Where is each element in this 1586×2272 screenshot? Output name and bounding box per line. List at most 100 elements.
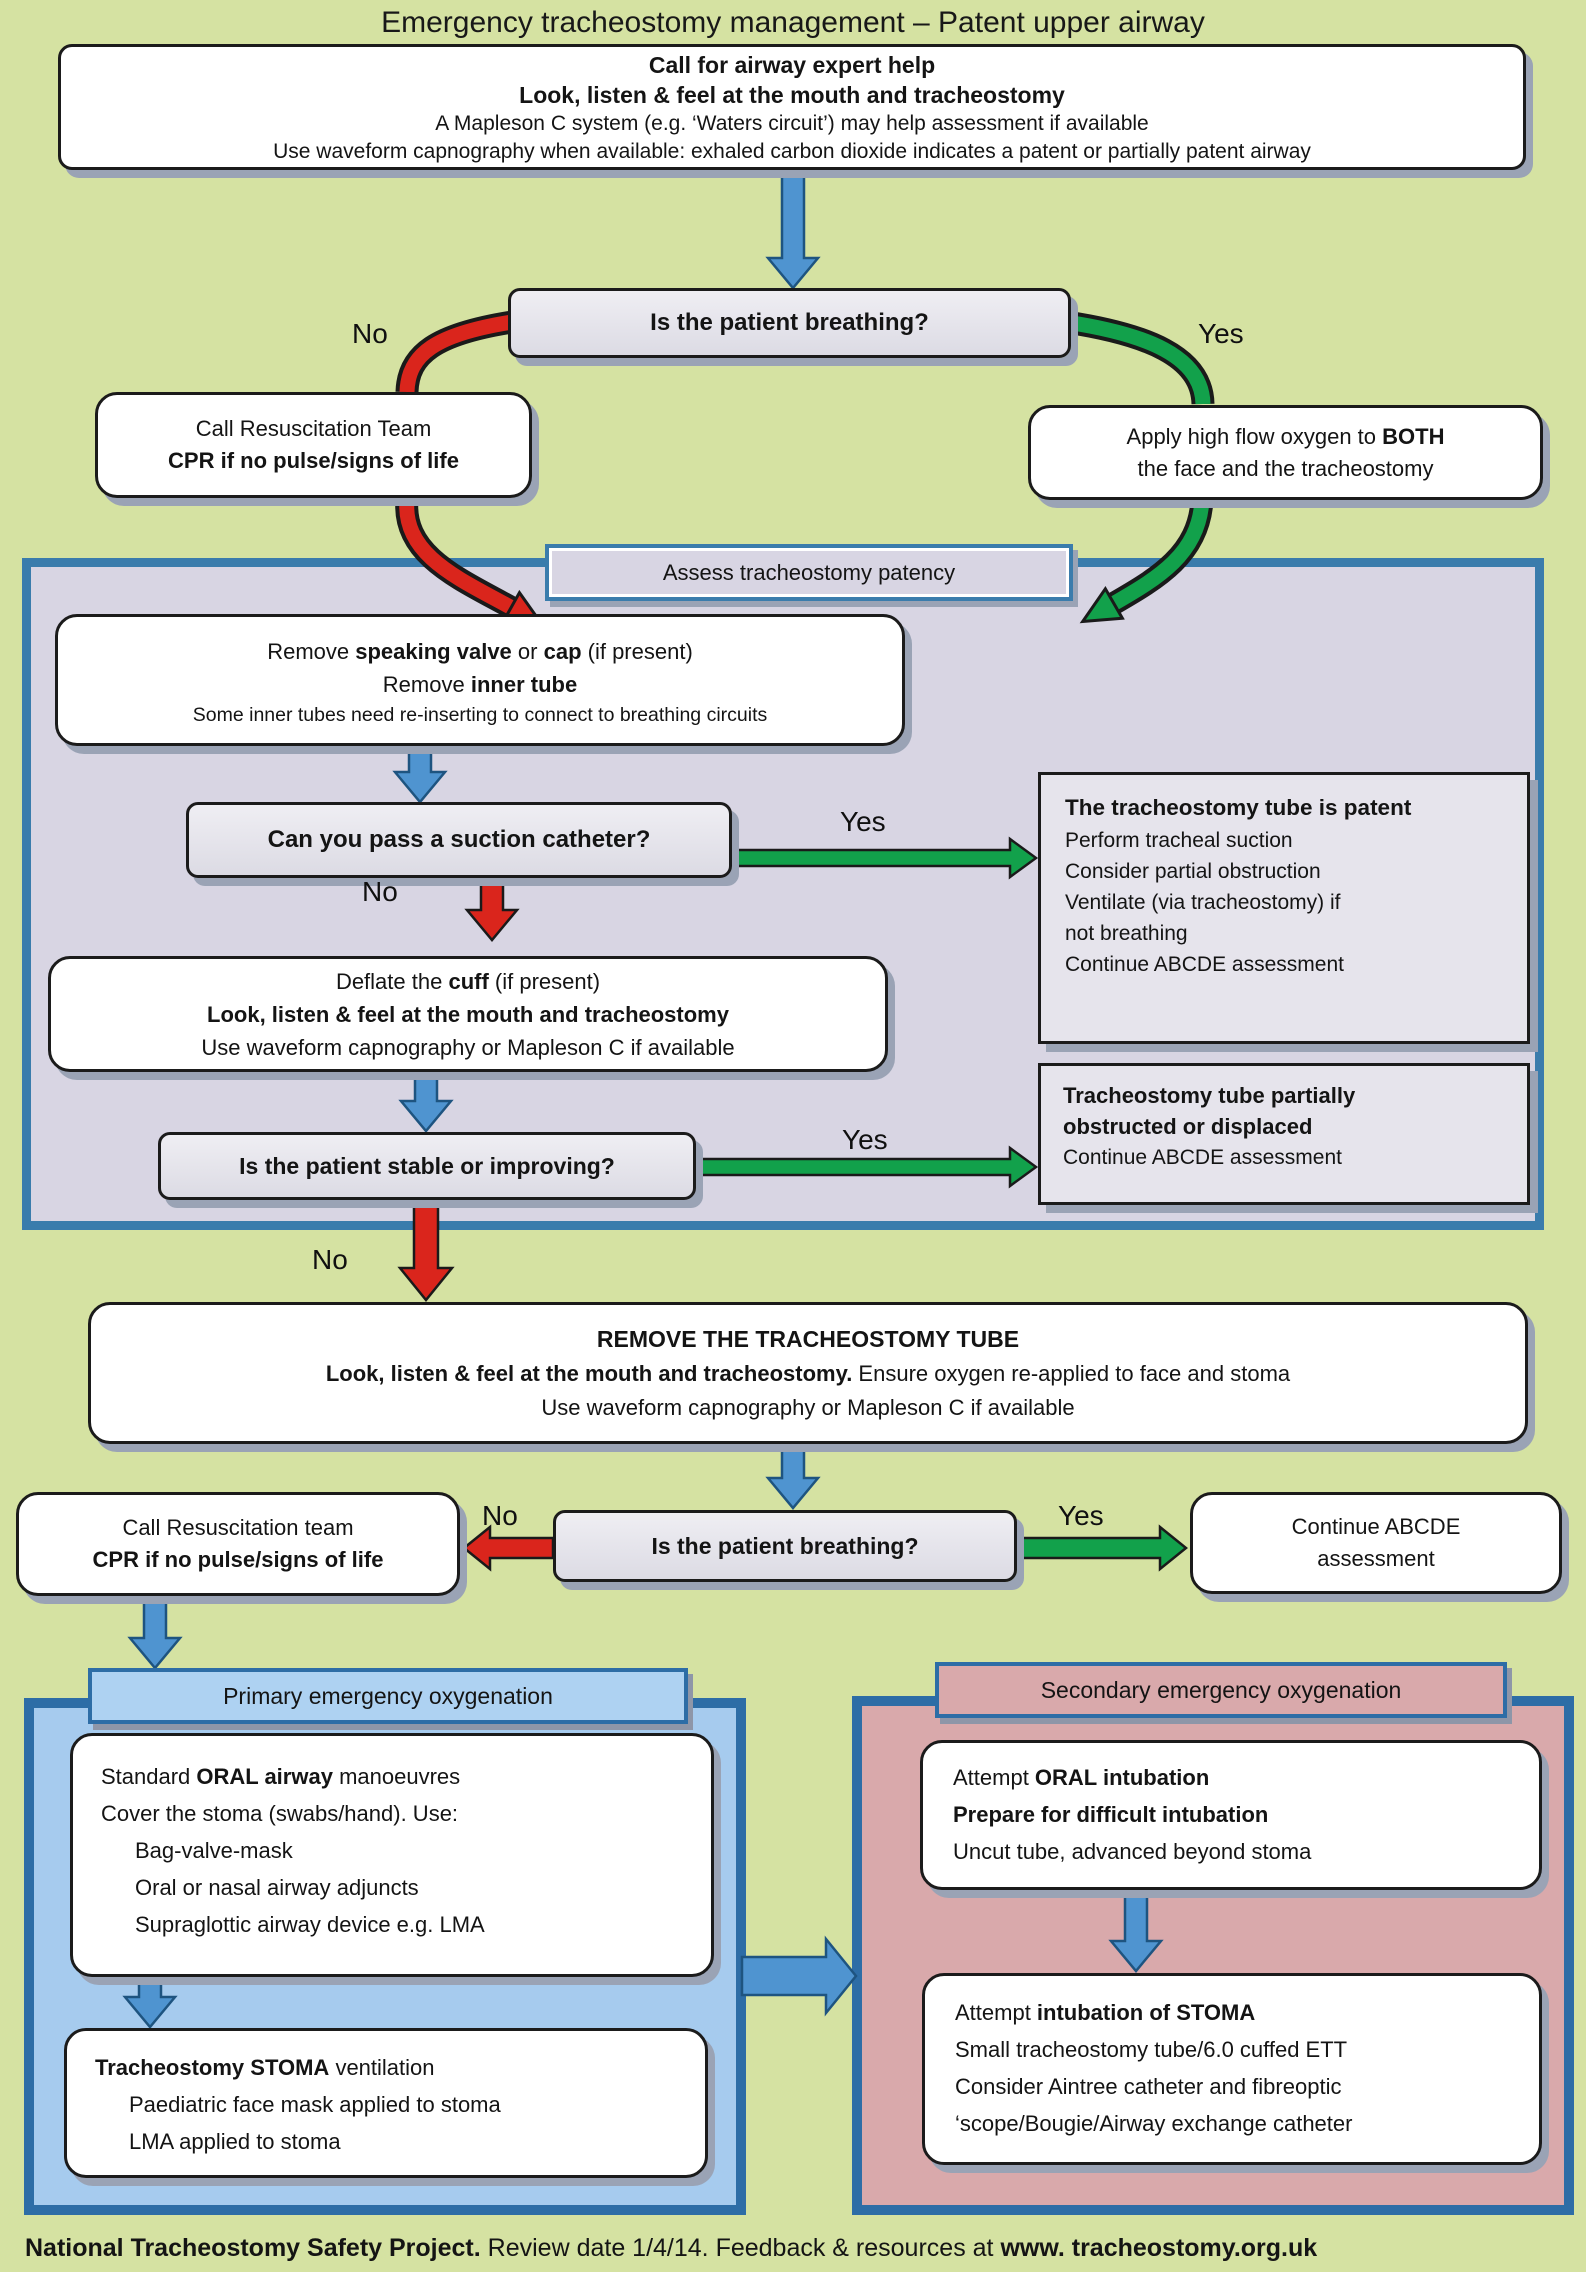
header-text: Secondary emergency oxygenation [1040, 1676, 1402, 1703]
yes-label: Yes [1198, 318, 1244, 349]
question-text: Is the patient breathing? [651, 1532, 919, 1559]
box-line: Supraglottic airway device e.g. LMA [135, 1912, 485, 1937]
box-line: Use waveform capnography or Mapleson C i… [201, 1034, 735, 1060]
box-line: not breathing [1065, 922, 1188, 945]
box-text-bold: speaking valve [355, 638, 512, 664]
question-stable-improving: Is the patient stable or improving? [158, 1132, 696, 1200]
box-text: Attempt [955, 2000, 1037, 2025]
header-text: Assess tracheostomy patency [662, 559, 956, 585]
box-line: Apply high flow oxygen to BOTH [1031, 421, 1540, 453]
box-text-bold: Look, listen & feel at the mouth and tra… [325, 1361, 853, 1386]
question-breathing-2: Is the patient breathing? [553, 1510, 1017, 1582]
box-text: Standard [101, 1764, 197, 1789]
box-line: Use waveform capnography when available:… [273, 140, 1311, 163]
header-text: Primary emergency oxygenation [223, 1682, 553, 1709]
question-text: Can you pass a suction catheter? [267, 826, 651, 853]
box-line: Attempt intubation of STOMA [955, 1994, 1539, 2031]
box-line: assessment [1317, 1546, 1435, 1571]
box-text-bold: intubation of STOMA [1036, 2000, 1256, 2025]
box-line: Some inner tubes need re-inserting to co… [192, 703, 768, 726]
box-line: The tracheostomy tube is patent [1065, 795, 1412, 820]
box-text-bold: inner tube [470, 671, 578, 697]
box-text-bold: BOTH [1382, 423, 1445, 449]
box-line: the face and the tracheostomy [1137, 455, 1434, 481]
secondary-oxygenation-header: Secondary emergency oxygenation [935, 1662, 1507, 1718]
call-expert-box: Call for airway expert help Look, listen… [58, 44, 1526, 170]
no-label: No [482, 1500, 518, 1531]
apply-oxygen-box: Apply high flow oxygen to BOTH the face … [1028, 405, 1543, 500]
box-line: Continue ABCDE [1291, 1514, 1461, 1539]
box-line: Continue ABCDE assessment [1063, 1146, 1342, 1169]
remove-tube-box: REMOVE THE TRACHEOSTOMY TUBE Look, liste… [88, 1302, 1528, 1444]
footer-text-bold: National Tracheostomy Safety Project. [25, 2234, 481, 2262]
box-line: Look, listen & feel at the mouth and tra… [91, 1357, 1525, 1391]
call-resus-team-box-2: Call Resuscitation team CPR if no pulse/… [16, 1492, 460, 1596]
box-line: REMOVE THE TRACHEOSTOMY TUBE [596, 1326, 1020, 1352]
yes-label: Yes [1058, 1500, 1104, 1531]
no-left-arrow [462, 1524, 555, 1572]
box-text: Ensure oxygen re-applied to face and sto… [852, 1361, 1291, 1386]
arrow-down-icon [765, 170, 821, 290]
box-line: Standard ORAL airway manoeuvres [101, 1758, 711, 1795]
box-text: Attempt [953, 1765, 1035, 1790]
box-text-bold: ORAL airway [196, 1764, 333, 1789]
yes-curve-arrow [1064, 310, 1215, 406]
box-text: (if present) [581, 638, 693, 664]
yes-right-arrow [1017, 1524, 1188, 1572]
box-text: or [511, 638, 544, 664]
box-line: Attempt ORAL intubation [953, 1759, 1539, 1796]
box-line: Deflate the cuff (if present) [51, 965, 885, 998]
box-text-bold: Tracheostomy STOMA [95, 2055, 330, 2080]
no-curve-arrow [395, 310, 514, 393]
arrow-down-icon [127, 1596, 183, 1670]
remove-valve-box: Remove speaking valve or cap (if present… [55, 614, 905, 746]
box-line: Tracheostomy tube partially [1063, 1083, 1356, 1108]
box-line: Call Resuscitation team [122, 1515, 354, 1540]
question-breathing-1: Is the patient breathing? [508, 288, 1071, 358]
box-text: Remove [267, 638, 356, 664]
box-text-bold: ORAL intubation [1034, 1765, 1210, 1790]
box-line: Uncut tube, advanced beyond stoma [953, 1839, 1312, 1864]
box-text-bold: cuff [448, 968, 489, 994]
no-label: No [312, 1244, 348, 1275]
page-title: Emergency tracheostomy management – Pate… [381, 6, 1205, 39]
box-line: CPR if no pulse/signs of life [168, 448, 459, 473]
box-text: ventilation [329, 2055, 435, 2080]
box-line: Cover the stoma (swabs/hand). Use: [101, 1801, 459, 1826]
arrow-right-icon [740, 1935, 858, 2017]
box-text: (if present) [488, 968, 601, 994]
box-text-bold: cap [543, 638, 582, 664]
yes-label: Yes [840, 806, 886, 837]
box-line: obstructed or displaced [1063, 1114, 1313, 1139]
box-line: Ventilate (via tracheostomy) if [1065, 891, 1341, 914]
box-line: Consider partial obstruction [1065, 860, 1321, 883]
box-line: Small tracheostomy tube/6.0 cuffed ETT [955, 2037, 1348, 2062]
no-label: No [352, 318, 388, 349]
box-line: CPR if no pulse/signs of life [92, 1547, 384, 1572]
stoma-ventilation-box: Tracheostomy STOMA ventilation Paediatri… [64, 2028, 708, 2178]
assess-patency-header: Assess tracheostomy patency [545, 544, 1073, 601]
box-line: Look, listen & feel at the mouth and tra… [519, 82, 1065, 108]
continue-abcde-box: Continue ABCDE assessment [1190, 1492, 1562, 1594]
box-line: Look, listen & feel at the mouth and tra… [207, 1001, 729, 1027]
footer-link: www. tracheostomy.org.uk [1000, 2234, 1318, 2262]
box-text: Apply high flow oxygen to [1126, 423, 1383, 449]
call-resus-team-box: Call Resuscitation Team CPR if no pulse/… [95, 392, 532, 498]
box-line: Tracheostomy STOMA ventilation [95, 2049, 705, 2086]
box-text: Deflate the [335, 968, 449, 994]
question-text: Is the patient stable or improving? [239, 1152, 615, 1179]
box-line: Call Resuscitation Team [195, 416, 432, 441]
footer-text: Review date 1/4/14. Feedback & resources… [480, 2234, 1001, 2262]
box-line: Oral or nasal airway adjuncts [135, 1875, 419, 1900]
box-line: Remove inner tube [58, 668, 902, 701]
oral-intubation-box: Attempt ORAL intubation Prepare for diff… [920, 1740, 1542, 1890]
box-line: Use waveform capnography or Mapleson C i… [541, 1395, 1075, 1420]
box-line: Bag-valve-mask [135, 1838, 293, 1863]
footer-credit: National Tracheostomy Safety Project. Re… [25, 2234, 1317, 2263]
box-line: Remove speaking valve or cap (if present… [58, 635, 902, 668]
partially-obstructed-box: Tracheostomy tube partially obstructed o… [1038, 1063, 1530, 1205]
box-line: LMA applied to stoma [129, 2129, 341, 2154]
question-text: Is the patient breathing? [650, 309, 929, 336]
no-label: No [362, 876, 398, 907]
